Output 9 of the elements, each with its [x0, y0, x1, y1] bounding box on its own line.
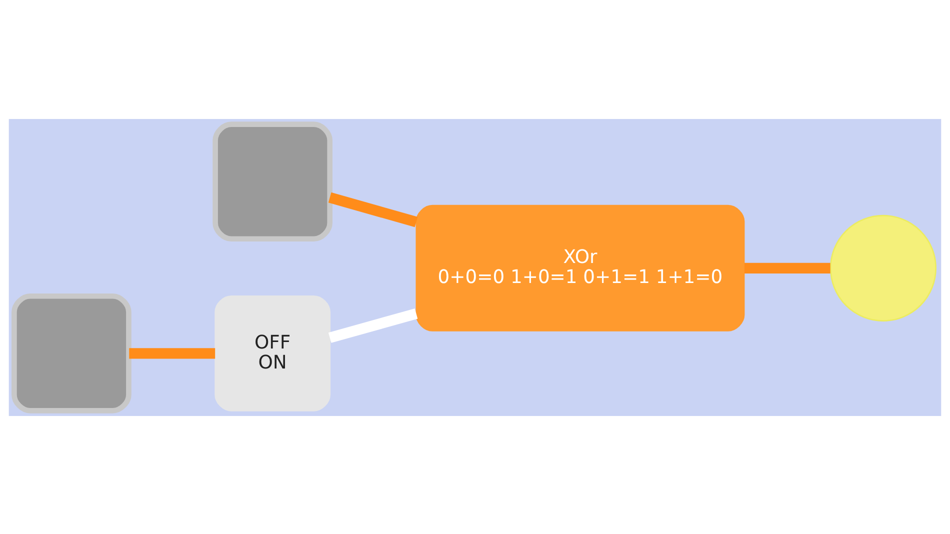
connector — [744, 262, 830, 273]
node-box: XOr 0+0=0 1+0=1 0+1=1 1+1=0 — [416, 204, 745, 331]
node-box: OFF ON — [214, 294, 330, 411]
connector — [328, 308, 418, 342]
connector — [328, 192, 418, 227]
node-circle — [830, 214, 936, 321]
node-box — [12, 292, 132, 413]
connector — [129, 348, 216, 358]
node-box — [212, 121, 332, 242]
